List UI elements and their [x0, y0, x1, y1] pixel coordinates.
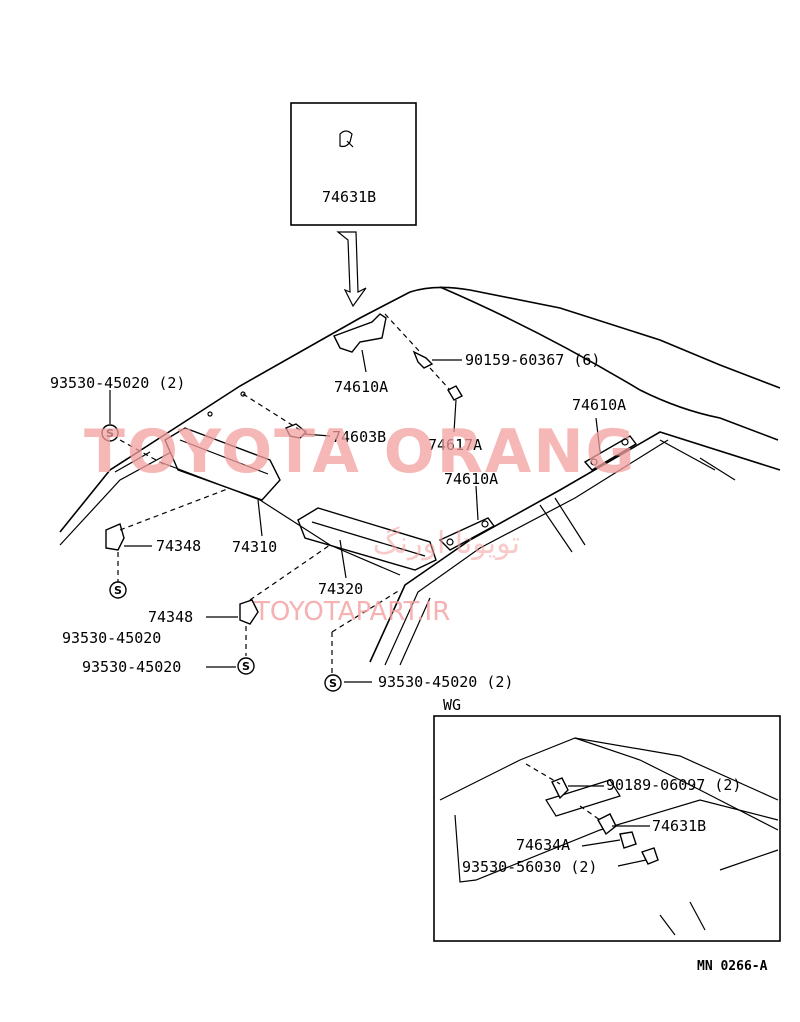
s-marker-l2: S	[237, 657, 255, 675]
visor-clip-74348-left	[105, 523, 125, 551]
visor-clip-74348-right	[239, 599, 259, 625]
wg-inset-title: WG	[443, 696, 461, 714]
s-marker-tl: S	[101, 424, 119, 442]
wg-label-74634A: 74634A	[516, 836, 570, 854]
sunvisor-74310	[164, 427, 281, 501]
watermark-brand: TOYOTA ORANG	[84, 417, 637, 487]
label-74348-right: 74348	[148, 608, 193, 626]
wg-screw-93530-icon	[641, 847, 659, 865]
inset-part-label: 74631B	[322, 188, 376, 206]
watermark-persian: تویوتا اورنگ	[373, 526, 520, 561]
dashed-leaders	[117, 313, 451, 676]
s-marker-l1: S	[109, 581, 127, 599]
label-74617A: 74617A	[428, 436, 482, 454]
wg-inset-box	[433, 715, 781, 942]
label-93530-45020-left1: 93530-45020	[62, 629, 161, 647]
watermark-url: TOYOTAPART.IR	[253, 597, 450, 627]
grip-74610A-top	[333, 313, 387, 353]
bolt-90159-icon	[412, 350, 434, 369]
svg-text:S: S	[329, 677, 337, 690]
label-93530-45020-topleft: 93530-45020 (2)	[50, 374, 185, 392]
wg-label-74631B: 74631B	[652, 817, 706, 835]
s-marker-b: S	[324, 674, 342, 692]
svg-text:S: S	[242, 660, 250, 673]
wg-label-90189-06097: 90189-06097 (2)	[606, 776, 741, 794]
label-90159-60367: 90159-60367 (6)	[465, 351, 600, 369]
holder-74603B-icon	[285, 423, 308, 439]
label-74610A-top: 74610A	[334, 378, 388, 396]
wg-clip-90189-icon	[551, 777, 569, 800]
clip-74617A-icon	[447, 385, 463, 401]
inset-arrow	[336, 231, 367, 308]
wg-74634A-icon	[619, 831, 637, 849]
wg-roof-outline	[439, 737, 779, 936]
label-74310: 74310	[232, 538, 277, 556]
label-74603B: 74603B	[332, 428, 386, 446]
wg-74631B-icon	[597, 813, 617, 836]
label-74348-left: 74348	[156, 537, 201, 555]
svg-text:S: S	[106, 427, 114, 440]
diagram-code: MN 0266-A	[697, 959, 768, 974]
roof-outline	[59, 286, 781, 666]
svg-text:S: S	[114, 584, 122, 597]
label-93530-45020-left2: 93530-45020	[82, 658, 181, 676]
label-74610A-right: 74610A	[572, 396, 626, 414]
label-74610A-mid: 74610A	[444, 470, 498, 488]
top-inset-box	[290, 102, 417, 226]
wg-label-93530-56030: 93530-56030 (2)	[462, 858, 597, 876]
label-74320: 74320	[318, 580, 363, 598]
label-93530-45020-bottom: 93530-45020 (2)	[378, 673, 513, 691]
clip-74631B-icon	[339, 130, 354, 148]
solid-leaders	[109, 349, 601, 683]
